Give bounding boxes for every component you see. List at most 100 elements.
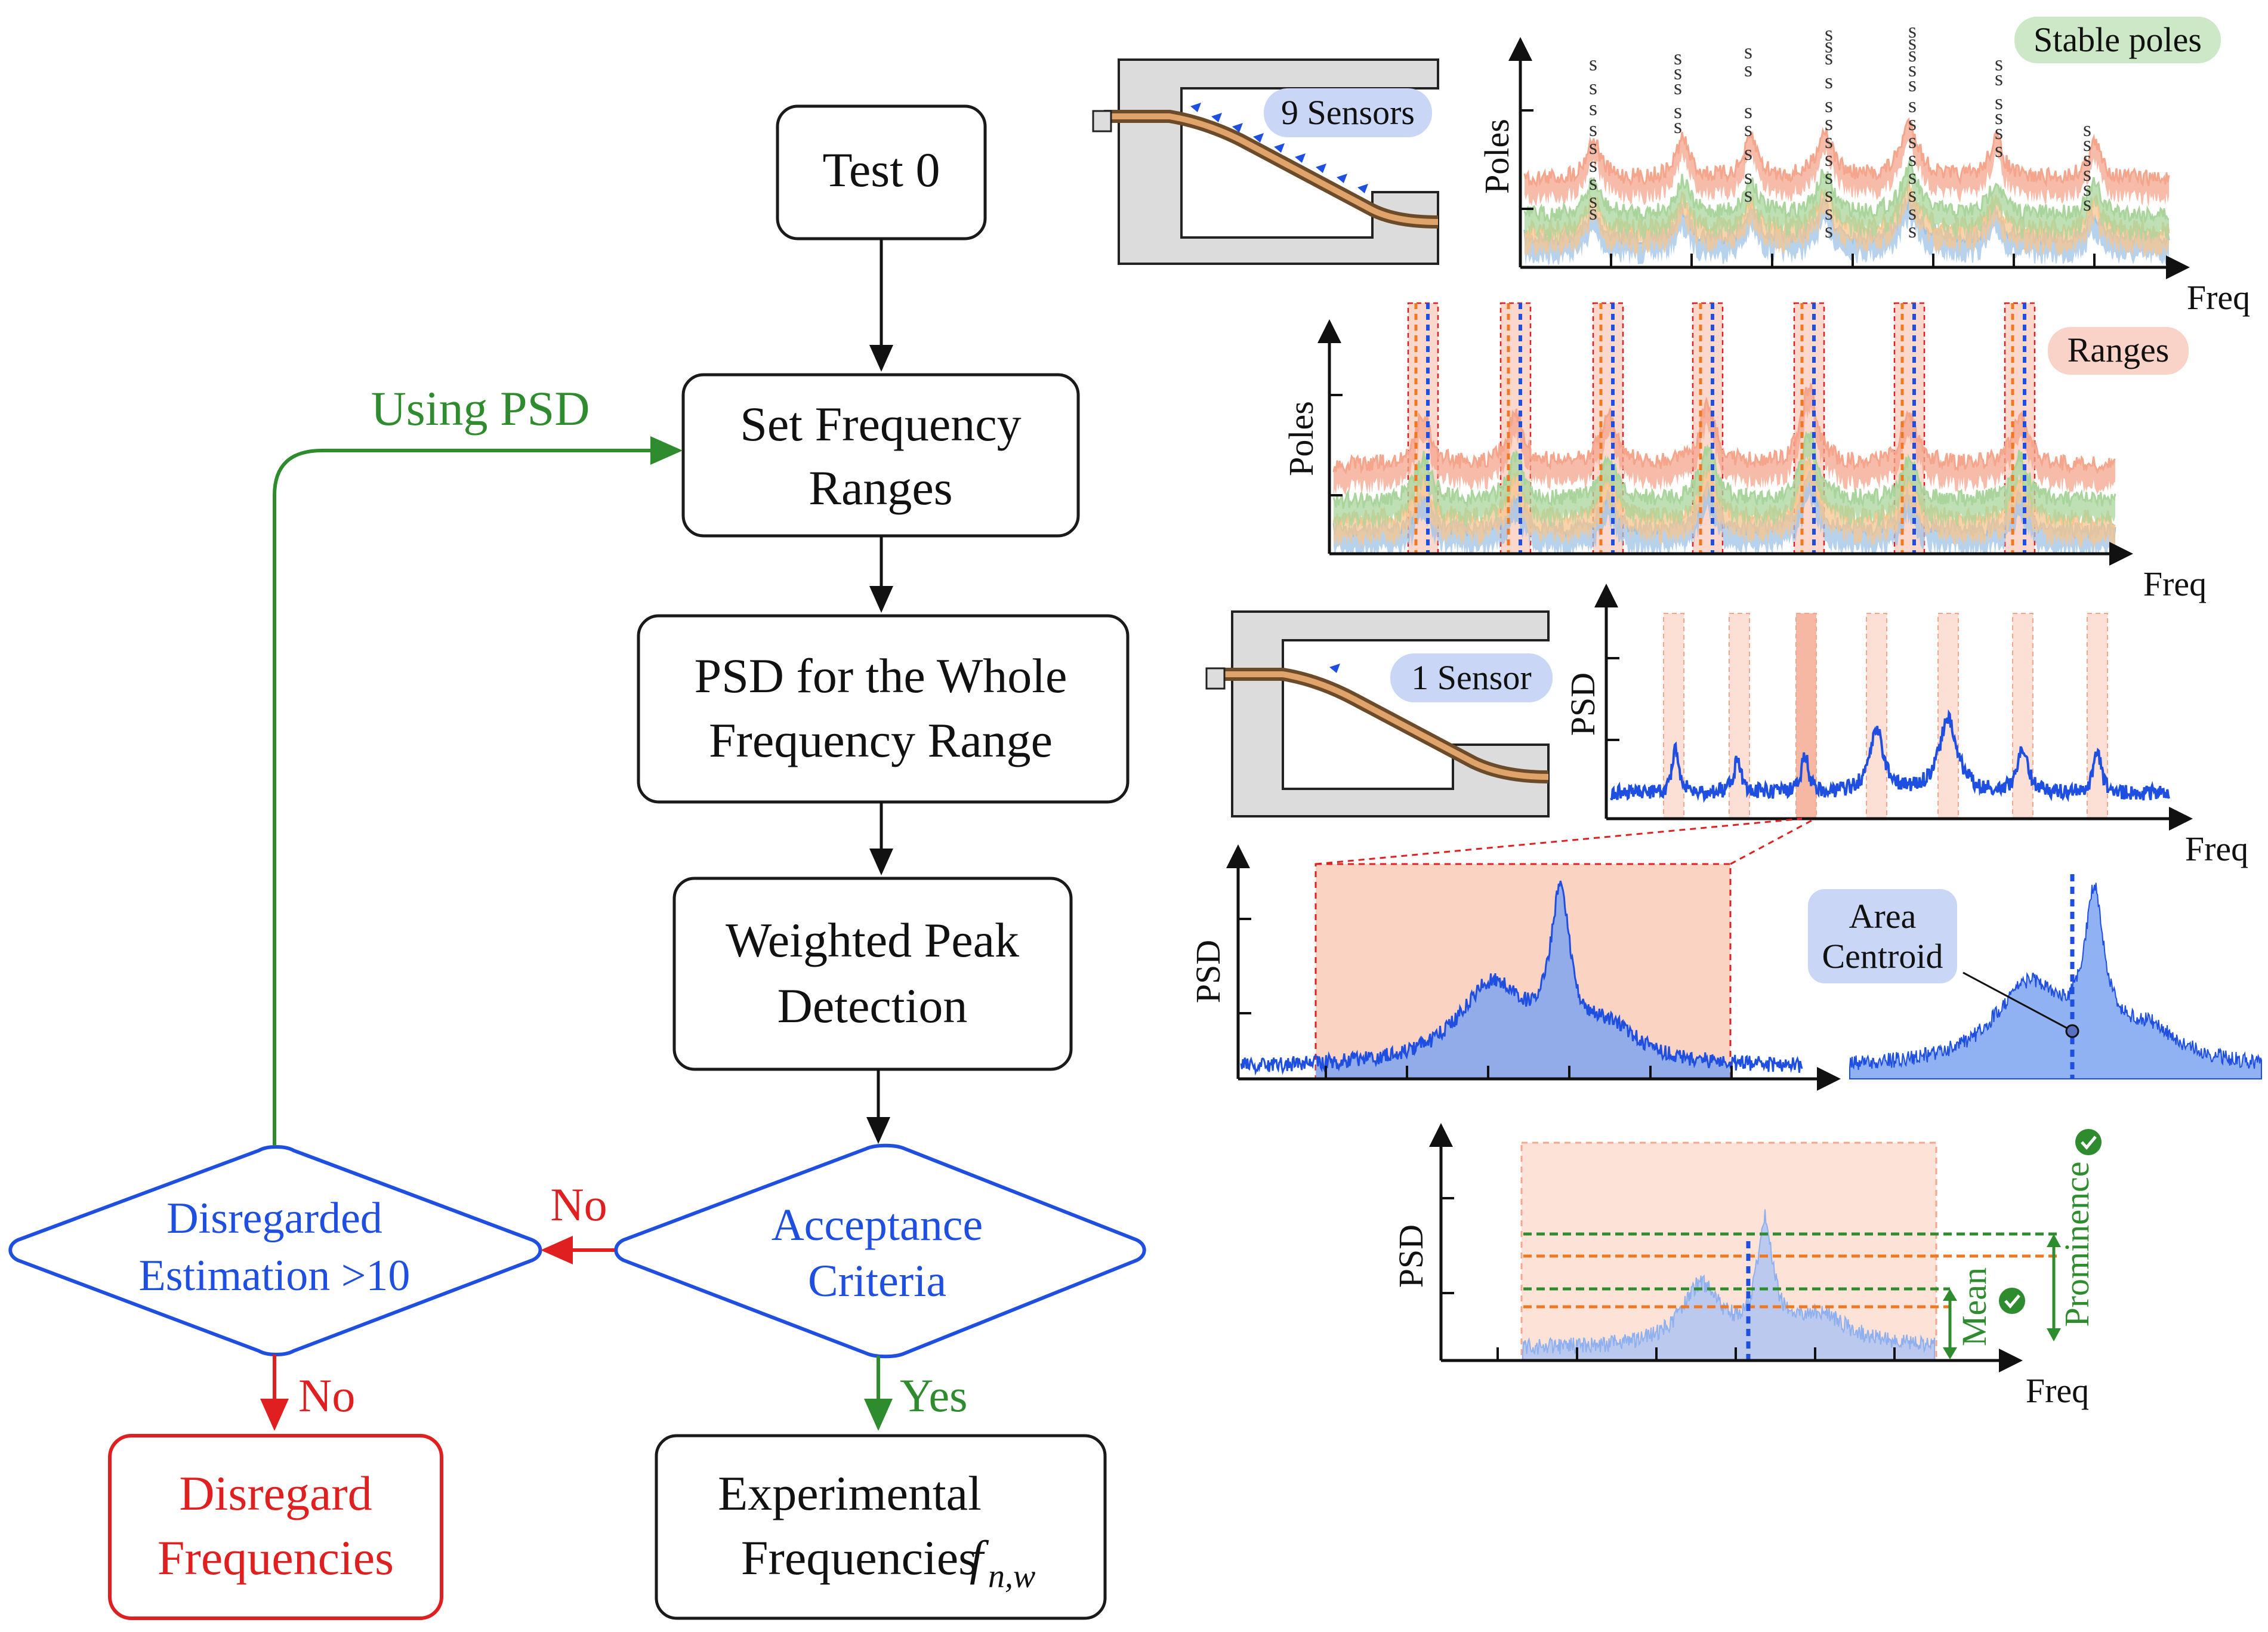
- node-disregarded-line2: Estimation >10: [139, 1251, 411, 1300]
- svg-text:s: s: [1744, 141, 1752, 165]
- svg-text:s: s: [1825, 147, 1833, 171]
- label-no-left: No: [550, 1179, 607, 1230]
- p3-bands: [1663, 613, 2108, 819]
- svg-text:s: s: [1995, 105, 2003, 129]
- node-peak-line1: Weighted Peak: [726, 913, 1019, 967]
- svg-text:s: s: [1825, 33, 1833, 57]
- node-disregarded-line1: Disregarded: [166, 1194, 382, 1243]
- node-psd-line1: PSD for the Whole: [695, 649, 1067, 703]
- svg-text:s: s: [1825, 21, 1833, 45]
- node-test0: Test 0: [776, 104, 987, 240]
- svg-text:s: s: [1674, 99, 1682, 123]
- symbol-f-subscript: n,w: [988, 1558, 1035, 1595]
- svg-text:s: s: [1825, 93, 1833, 117]
- centroid-marker: [2065, 1024, 2079, 1038]
- flowchart: Test 0 Set Frequency Ranges PSD for the …: [8, 104, 1146, 1620]
- svg-text:s: s: [1908, 147, 1917, 171]
- svg-text:s: s: [2083, 117, 2091, 141]
- node-acceptance: Acceptance Criteria: [614, 1143, 1146, 1359]
- p2-series: [1332, 383, 2116, 555]
- svg-text:s: s: [2083, 162, 2091, 186]
- p3-xlabel: Freq: [2185, 829, 2248, 868]
- node-disregard-line1: Disregard: [179, 1466, 372, 1520]
- svg-text:s: s: [1589, 200, 1597, 224]
- svg-text:s: s: [2083, 132, 2091, 156]
- svg-text:s: s: [2083, 147, 2091, 171]
- svg-text:s: s: [1589, 153, 1597, 177]
- svg-text:s: s: [1589, 117, 1597, 141]
- svg-text:s: s: [1825, 200, 1833, 224]
- node-experimental: Experimental Frequencies f n,w: [655, 1434, 1107, 1620]
- single-sensor-icon: [1329, 664, 1340, 673]
- svg-text:s: s: [1825, 129, 1833, 153]
- node-set-ranges: Set Frequency Ranges: [681, 373, 1080, 538]
- node-disregarded-estimation: Disregarded Estimation >10: [8, 1145, 542, 1356]
- p1-ylabel: Poles: [1477, 119, 1516, 194]
- svg-text:s: s: [1908, 18, 1917, 42]
- label-yes: Yes: [900, 1369, 968, 1421]
- svg-text:s: s: [1589, 96, 1597, 120]
- label-using-psd: Using PSD: [371, 381, 590, 436]
- svg-text:s: s: [1908, 200, 1917, 224]
- p3-series: [1610, 709, 2170, 803]
- svg-text:s: s: [1908, 30, 1917, 54]
- svg-text:s: s: [1825, 183, 1833, 206]
- node-set-ranges-line2: Ranges: [809, 461, 952, 515]
- node-peak-line2: Detection: [777, 979, 968, 1033]
- svg-text:s: s: [1744, 117, 1752, 141]
- svg-text:s: s: [1908, 218, 1917, 242]
- node-peak: Weighted Peak Detection: [672, 877, 1073, 1071]
- svg-text:s: s: [1908, 129, 1917, 153]
- svg-text:s: s: [1744, 183, 1752, 206]
- node-set-ranges-line1: Set Frequency: [740, 397, 1021, 451]
- label-mean: Mean: [1955, 1267, 1994, 1346]
- svg-text:s: s: [1908, 111, 1917, 135]
- label-prominence: Prominence: [2057, 1161, 2096, 1326]
- svg-text:s: s: [1825, 111, 1833, 135]
- p4-ylabel: PSD: [1189, 940, 1227, 1003]
- svg-text:s: s: [1674, 75, 1682, 99]
- label-ranges: Ranges: [2068, 331, 2170, 369]
- p5-ylabel: PSD: [1391, 1224, 1430, 1288]
- node-disregard-line2: Frequencies: [158, 1531, 394, 1585]
- p2-ylabel: Poles: [1282, 401, 1320, 476]
- p3-ylabel: PSD: [1563, 672, 1602, 736]
- svg-text:s: s: [1589, 75, 1597, 99]
- label-stable-poles: Stable poles: [2034, 20, 2202, 59]
- svg-text:s: s: [1995, 66, 2003, 90]
- svg-text:s: s: [1995, 51, 2003, 75]
- p2-xlabel: Freq: [2143, 564, 2207, 603]
- svg-text:s: s: [1589, 135, 1597, 159]
- plot-psd-single: PSD Freq: [1315, 584, 2248, 868]
- svg-text:s: s: [1744, 57, 1752, 81]
- label-no-down: No: [298, 1369, 355, 1421]
- p1-markers: ssssssssssssssssssssssssssssssssssssssss…: [1589, 18, 2091, 242]
- svg-text:s: s: [1674, 60, 1682, 84]
- node-psd-line2: Frequency Range: [709, 713, 1053, 767]
- label-centroid: Centroid: [1822, 937, 1943, 976]
- svg-text:s: s: [1674, 45, 1682, 69]
- svg-text:s: s: [1825, 165, 1833, 189]
- p4-centroid-series: [1849, 883, 2262, 1079]
- svg-text:s: s: [1995, 90, 2003, 114]
- svg-text:s: s: [2083, 192, 2091, 215]
- mean-check-icon: [1999, 1288, 2025, 1314]
- node-disregard-frequencies: Disregard Frequencies: [108, 1434, 443, 1620]
- node-experimental-line1: Experimental: [718, 1466, 982, 1520]
- svg-text:s: s: [2083, 177, 2091, 200]
- svg-text:s: s: [1908, 42, 1917, 66]
- svg-text:s: s: [1744, 99, 1752, 123]
- svg-text:s: s: [1908, 72, 1917, 96]
- svg-text:s: s: [1908, 183, 1917, 206]
- sensor-array: [1190, 103, 1368, 193]
- svg-text:s: s: [1744, 39, 1752, 63]
- svg-text:s: s: [1825, 45, 1833, 69]
- p5-series: [1522, 1209, 1935, 1361]
- svg-text:s: s: [1674, 114, 1682, 138]
- node-acceptance-line1: Acceptance: [772, 1200, 983, 1250]
- svg-text:s: s: [1995, 138, 2003, 162]
- label-9-sensors: 9 Sensors: [1281, 93, 1415, 132]
- svg-text:s: s: [1825, 69, 1833, 93]
- svg-text:s: s: [1589, 189, 1597, 212]
